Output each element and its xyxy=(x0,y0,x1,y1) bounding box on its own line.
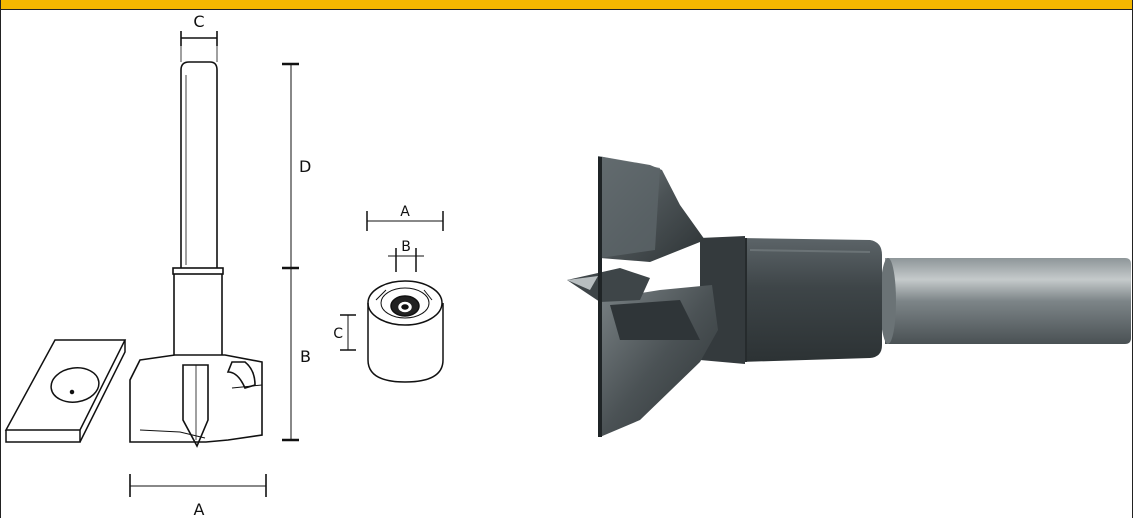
bushing-top xyxy=(367,280,443,326)
label-drill-b: B xyxy=(300,347,311,366)
photo-center-point xyxy=(567,268,650,302)
label-bushing-b: B xyxy=(401,239,411,255)
photo-shank-shoulder xyxy=(880,258,896,344)
bushing-ring xyxy=(380,287,430,319)
photo-body-highlight xyxy=(749,249,871,253)
photo-upper-blade-face xyxy=(598,156,660,258)
left-border xyxy=(0,0,1,518)
drill-bit-photo xyxy=(567,156,1131,437)
plate-side-face xyxy=(79,340,126,443)
base-edge xyxy=(139,429,206,439)
top-accent-bar xyxy=(0,0,1133,10)
cutter-head xyxy=(129,354,263,443)
photo-lower-blade-shadow xyxy=(610,300,700,340)
wing-cutter xyxy=(226,361,256,389)
plate-front-face xyxy=(5,430,81,443)
label-bushing-c: C xyxy=(333,326,343,342)
plate-hole-center xyxy=(69,389,75,395)
workpiece-plate xyxy=(4,339,127,443)
cutter-edge xyxy=(231,384,263,389)
label-bushing-a: A xyxy=(400,204,410,220)
drill-bit-drawing xyxy=(129,31,299,497)
bushing-body xyxy=(367,303,444,383)
label-drill-c: C xyxy=(193,12,204,31)
collar xyxy=(172,267,224,275)
photo-center-tip xyxy=(567,276,598,290)
brad-point xyxy=(182,364,209,448)
bushing-bore-center xyxy=(401,304,409,310)
shank-outline xyxy=(180,61,218,268)
plate-top-face xyxy=(4,339,127,431)
photo-shank xyxy=(885,258,1131,344)
label-drill-a: A xyxy=(194,500,205,518)
photo-body xyxy=(740,238,882,362)
label-drill-d: D xyxy=(299,157,311,176)
bushing-drawing xyxy=(340,211,444,383)
bushing-details xyxy=(375,289,433,301)
plate-hole xyxy=(50,367,100,403)
